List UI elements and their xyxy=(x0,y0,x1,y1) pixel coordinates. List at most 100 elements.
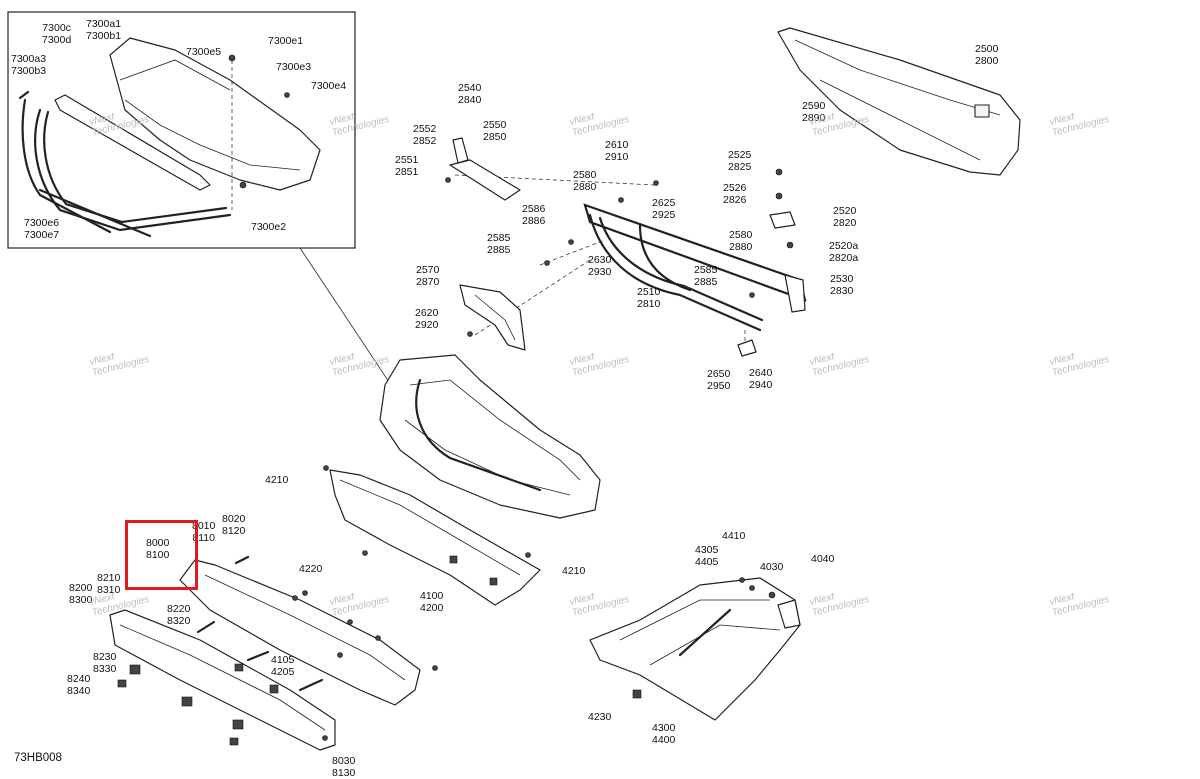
callout-line: 2886 xyxy=(522,215,546,227)
callout-line: 2510 xyxy=(637,286,661,298)
bracket-2540 xyxy=(452,137,469,164)
callout-line: 8130 xyxy=(332,767,356,779)
callout-line: 2550 xyxy=(483,119,507,131)
callout-7300e5[interactable]: 7300e5 xyxy=(186,46,221,58)
callout-7300e1[interactable]: 7300e1 xyxy=(268,35,303,47)
callout-line: 2650 xyxy=(707,368,731,380)
callout-line: 2880 xyxy=(573,181,597,193)
callout-line: 2540 xyxy=(458,82,482,94)
callout-line: 7300a3 xyxy=(11,53,47,65)
callout-4210a[interactable]: 4210 xyxy=(265,474,288,486)
bracket-2520 xyxy=(769,211,796,229)
callout-line: 2570 xyxy=(416,264,440,276)
callout-line: 2830 xyxy=(830,285,854,297)
callout-line: 4230 xyxy=(588,711,612,723)
callout-line: 2820 xyxy=(833,217,857,229)
callout-line: 2870 xyxy=(416,276,440,288)
callout-4410[interactable]: 4410 xyxy=(722,530,745,542)
callout-7300e4[interactable]: 7300e4 xyxy=(311,80,346,92)
callout-line: 2551 xyxy=(395,154,419,166)
callout-4220[interactable]: 4220 xyxy=(299,563,322,575)
callout-4210b[interactable]: 4210 xyxy=(562,565,585,577)
callout-line: 4100 xyxy=(420,590,444,602)
callout-line: 2500 xyxy=(975,43,999,55)
callout-line: 7300b1 xyxy=(86,30,122,42)
callout-line: 2852 xyxy=(413,135,437,147)
callout-line: 8110 xyxy=(192,532,215,544)
callout-line: 2552 xyxy=(413,123,437,135)
callout-line: 7300a1 xyxy=(86,18,122,30)
door-assembly-7300 xyxy=(379,354,601,519)
callout-line: 7300c xyxy=(42,22,71,34)
callout-line: 7300e5 xyxy=(186,46,222,58)
callout-line: 4220 xyxy=(299,563,323,575)
callout-7300e3[interactable]: 7300e3 xyxy=(276,61,311,73)
callout-line: 2590 xyxy=(802,100,826,112)
callout-line: 2851 xyxy=(395,166,419,178)
bracket-2640 xyxy=(737,339,757,357)
rocker-panel-4100 xyxy=(329,469,541,606)
callout-4030[interactable]: 4030 xyxy=(760,561,783,573)
callout-line: 2640 xyxy=(749,367,773,379)
callout-line: 2630 xyxy=(588,254,612,266)
callout-line: 8210 xyxy=(97,572,121,584)
highlighted-callout-8000[interactable] xyxy=(125,520,198,590)
callout-line: 2580 xyxy=(729,229,753,241)
callout-line: 2840 xyxy=(458,94,482,106)
callout-4040[interactable]: 4040 xyxy=(811,553,834,565)
callout-line: 4210 xyxy=(265,474,289,486)
callout-line: 8220 xyxy=(167,603,191,615)
skid-plate-4300 xyxy=(589,577,801,721)
callout-line: 4305 xyxy=(695,544,719,556)
bracket-4040 xyxy=(777,599,801,629)
rail-hardware xyxy=(117,555,438,746)
callout-line: 2530 xyxy=(830,273,854,285)
callout-line: 8120 xyxy=(222,525,246,537)
callout-line: 2586 xyxy=(522,203,546,215)
callout-line: 2525 xyxy=(728,149,752,161)
callout-7300e2[interactable]: 7300e2 xyxy=(251,221,286,233)
bracket-2550 xyxy=(449,159,521,201)
callout-4230[interactable]: 4230 xyxy=(588,711,611,723)
